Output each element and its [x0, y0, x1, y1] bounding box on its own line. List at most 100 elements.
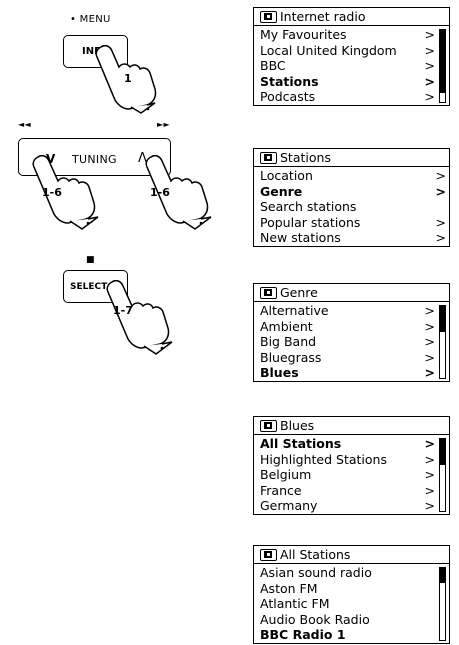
- screen-header: All Stations: [254, 546, 449, 564]
- menu-item-label: All Stations: [260, 436, 341, 451]
- menu-item[interactable]: Germany >: [260, 498, 449, 514]
- menu-item-label: Genre: [260, 184, 302, 199]
- chevron-right-icon: >: [425, 452, 435, 468]
- menu-item[interactable]: Bluegrass >: [260, 350, 449, 366]
- menu-item-label: BBC Radio 1: [260, 627, 346, 642]
- chevron-right-icon: >: [425, 436, 435, 452]
- next-icon: ►►: [157, 120, 170, 129]
- scrollbar[interactable]: [439, 438, 446, 512]
- menu-item[interactable]: Aston FM: [260, 581, 449, 597]
- menu-label: • MENU: [70, 14, 111, 25]
- radio-icon: [260, 152, 277, 164]
- menu-item[interactable]: Stations >: [260, 74, 449, 90]
- info-step-number: 1: [124, 72, 132, 85]
- menu-item-label: Ambient: [260, 319, 313, 334]
- screen-title: All Stations: [280, 547, 350, 562]
- menu-item[interactable]: BBC Radio 1: [260, 627, 449, 643]
- menu-item[interactable]: Local United Kingdom >: [260, 43, 449, 59]
- menu-item[interactable]: Ambient >: [260, 319, 449, 335]
- screen-header: Genre: [254, 284, 449, 302]
- menu-item-label: Popular stations: [260, 215, 360, 230]
- pointing-hand-icon: [93, 45, 173, 115]
- menu-item-label: Location: [260, 168, 313, 183]
- chevron-right-icon: >: [425, 74, 435, 90]
- chevron-right-icon: >: [425, 334, 435, 350]
- menu-item-label: New stations: [260, 230, 341, 245]
- menu-item-label: Atlantic FM: [260, 596, 329, 611]
- radio-icon: [260, 549, 277, 561]
- screen-title: Blues: [280, 418, 314, 433]
- menu-item-label: BBC: [260, 58, 286, 73]
- chevron-right-icon: >: [436, 215, 446, 231]
- chevron-right-icon: >: [425, 43, 435, 59]
- scrollbar-thumb[interactable]: [440, 30, 445, 93]
- select-button-label: SELECT: [70, 282, 107, 292]
- menu-item[interactable]: Podcasts >: [260, 89, 449, 105]
- menu-item-label: My Favourites: [260, 27, 347, 42]
- chevron-right-icon: >: [425, 89, 435, 105]
- scrollbar-thumb[interactable]: [440, 306, 445, 332]
- chevron-right-icon: >: [436, 168, 446, 184]
- menu-item[interactable]: All Stations >: [260, 436, 449, 452]
- scrollbar-thumb[interactable]: [440, 439, 445, 465]
- chevron-right-icon: >: [425, 350, 435, 366]
- menu-item-label: Germany: [260, 498, 317, 513]
- menu-item[interactable]: Search stations: [260, 199, 449, 215]
- menu-item-label: Alternative: [260, 303, 329, 318]
- menu-item-label: Aston FM: [260, 581, 317, 596]
- screen-title: Stations: [280, 150, 331, 165]
- menu-item-label: Search stations: [260, 199, 356, 214]
- radio-icon: [260, 420, 277, 432]
- screen-title: Internet radio: [280, 9, 365, 24]
- scrollbar[interactable]: [439, 29, 446, 103]
- menu-item[interactable]: Atlantic FM: [260, 596, 449, 612]
- radio-icon: [260, 287, 277, 299]
- menu-item[interactable]: Belgium>: [260, 467, 449, 483]
- menu-item[interactable]: New stations>: [260, 230, 449, 246]
- chevron-right-icon: >: [425, 58, 435, 74]
- menu-item-label: Asian sound radio: [260, 565, 372, 580]
- menu-item[interactable]: Popular stations >: [260, 215, 449, 231]
- menu-item-label: Audio Book Radio: [260, 612, 370, 627]
- chevron-right-icon: >: [425, 483, 435, 499]
- radio-icon: [260, 11, 277, 23]
- menu-item[interactable]: Location >: [260, 168, 449, 184]
- menu-item-label: Podcasts: [260, 89, 315, 104]
- chevron-right-icon: >: [425, 303, 435, 319]
- screen-title: Genre: [280, 285, 318, 300]
- scrollbar-thumb[interactable]: [440, 568, 445, 583]
- screen-header: Internet radio: [254, 8, 449, 26]
- menu-item[interactable]: Asian sound radio: [260, 565, 449, 581]
- chevron-right-icon: >: [436, 184, 446, 200]
- chevron-right-icon: >: [425, 319, 435, 335]
- menu-item-label: Highlighted Stations: [260, 452, 387, 467]
- chevron-right-icon: >: [425, 365, 435, 381]
- menu-item[interactable]: Genre >: [260, 184, 449, 200]
- menu-item-label: France: [260, 483, 302, 498]
- menu-item[interactable]: Highlighted Stations >: [260, 452, 449, 468]
- menu-item[interactable]: Big Band >: [260, 334, 449, 350]
- scrollbar[interactable]: [439, 567, 446, 641]
- chevron-right-icon: >: [425, 498, 435, 514]
- tuning-step-right: 1-6: [150, 186, 170, 199]
- menu-item-label: Big Band: [260, 334, 316, 349]
- menu-item[interactable]: Alternative >: [260, 303, 449, 319]
- scrollbar[interactable]: [439, 305, 446, 379]
- chevron-right-icon: >: [425, 27, 435, 43]
- menu-item[interactable]: My Favourites >: [260, 27, 449, 43]
- menu-item[interactable]: BBC >: [260, 58, 449, 74]
- menu-item[interactable]: Audio Book Radio: [260, 612, 449, 628]
- tuning-step-left: 1-6: [42, 186, 62, 199]
- menu-item-label: Local United Kingdom: [260, 43, 397, 58]
- menu-item[interactable]: Blues>: [260, 365, 449, 381]
- menu-item-label: Stations: [260, 74, 319, 89]
- prev-icon: ◄◄: [18, 120, 31, 129]
- menu-item-label: Bluegrass: [260, 350, 321, 365]
- screen-header: Stations: [254, 149, 449, 167]
- menu-item[interactable]: France >: [260, 483, 449, 499]
